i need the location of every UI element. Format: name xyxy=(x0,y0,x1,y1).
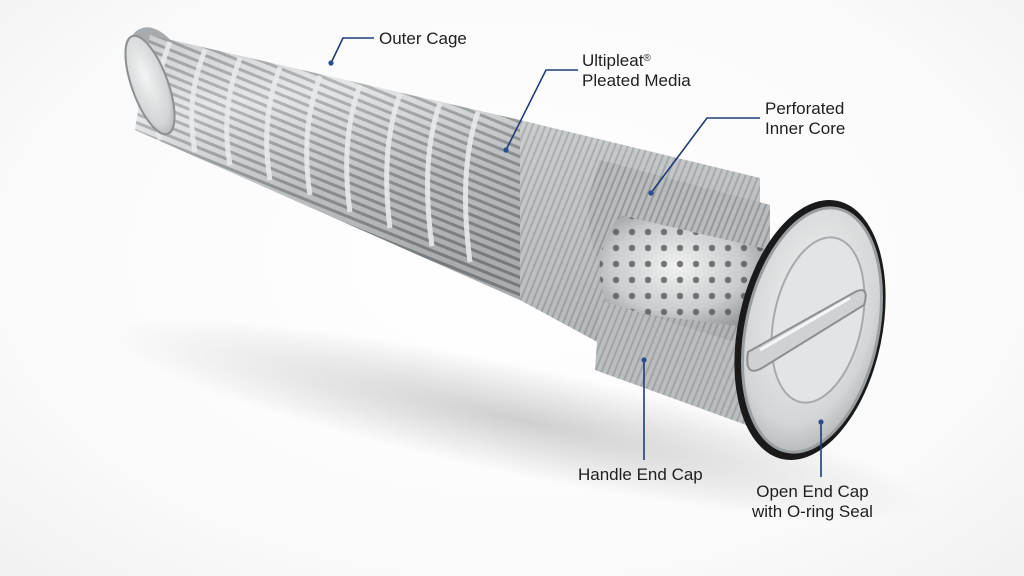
label-core-line2: Inner Core xyxy=(765,119,846,138)
label-handle-end-cap: Handle End Cap xyxy=(578,465,703,485)
label-open-line1: Open End Cap xyxy=(756,482,869,501)
label-pleated-media: Ultipleat® Pleated Media xyxy=(582,51,691,91)
label-open-end-cap: Open End Cap with O-ring Seal xyxy=(752,482,873,522)
label-outer-cage-text: Outer Cage xyxy=(379,29,467,48)
label-inner-core: Perforated Inner Core xyxy=(765,99,845,139)
label-handle-text: Handle End Cap xyxy=(578,465,703,484)
label-open-line2: with O-ring Seal xyxy=(752,502,873,521)
label-pleated-line2: Pleated Media xyxy=(582,71,691,90)
label-pleated-line1: Ultipleat xyxy=(582,51,644,70)
registered-mark: ® xyxy=(643,53,651,64)
label-outer-cage: Outer Cage xyxy=(379,29,467,49)
label-core-line1: Perforated xyxy=(765,99,845,118)
